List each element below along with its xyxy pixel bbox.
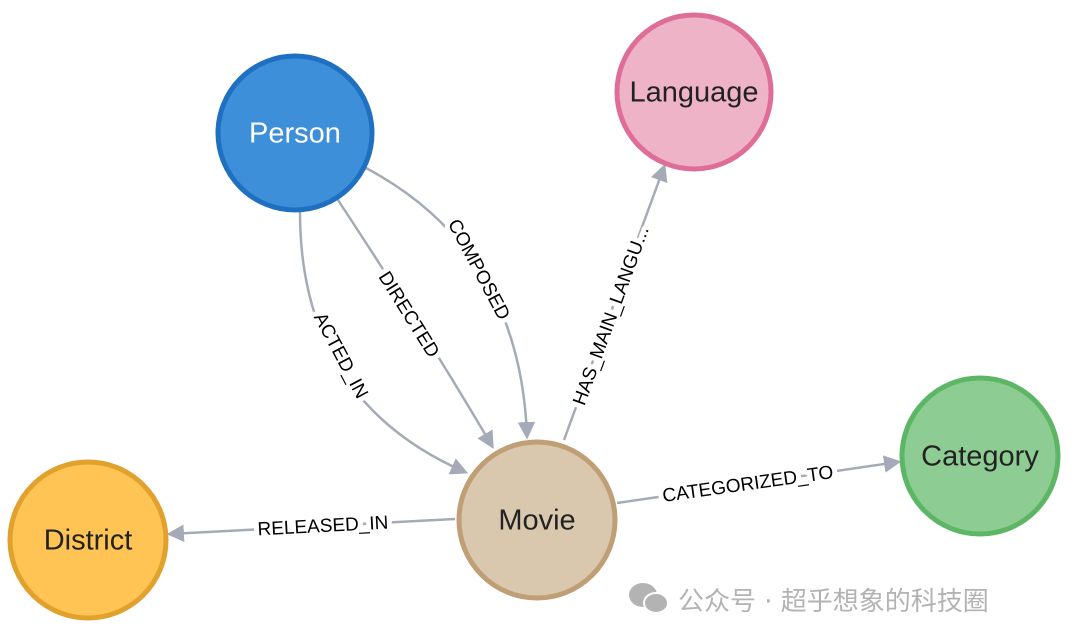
node-language-circle bbox=[614, 12, 774, 172]
edge-label-has-main-language: HAS_MAIN_LANGU... bbox=[569, 223, 653, 408]
node-person-circle bbox=[215, 53, 375, 213]
node-movie-label: Movie bbox=[498, 505, 575, 537]
node-district-circle bbox=[7, 459, 169, 621]
edge-label-composed: COMPOSED bbox=[443, 216, 514, 324]
node-language-label: Language bbox=[629, 77, 758, 109]
node-category-label: Category bbox=[921, 441, 1039, 473]
node-movie-circle bbox=[456, 439, 618, 601]
edge-label-categorized-to: CATEGORIZED_TO bbox=[661, 462, 835, 507]
node-district-label: District bbox=[44, 525, 133, 557]
watermark: 公众号 · 超乎想象的科技圈 bbox=[629, 583, 989, 617]
node-language[interactable]: Language bbox=[614, 12, 774, 172]
edge-acted-in[interactable]: ACTED_IN bbox=[298, 211, 469, 475]
edge-released-in[interactable]: RELEASED_IN bbox=[166, 508, 456, 545]
edge-label-acted-in: ACTED_IN bbox=[309, 309, 372, 402]
node-person[interactable]: Person bbox=[215, 53, 375, 213]
watermark-text: 公众号 · 超乎想象的科技圈 bbox=[678, 587, 989, 617]
node-category[interactable]: Category bbox=[899, 375, 1061, 537]
edge-categorized-to[interactable]: CATEGORIZED_TO bbox=[616, 455, 902, 512]
edge-label-directed: DIRECTED bbox=[374, 268, 443, 361]
node-district[interactable]: District bbox=[7, 459, 169, 621]
wechat-icon bbox=[629, 583, 669, 614]
node-person-label: Person bbox=[249, 118, 341, 150]
edge-has-main-language[interactable]: HAS_MAIN_LANGU... bbox=[562, 163, 668, 441]
node-movie[interactable]: Movie bbox=[456, 439, 618, 601]
edge-label-released-in: RELEASED_IN bbox=[257, 513, 389, 541]
node-category-circle bbox=[899, 375, 1061, 537]
